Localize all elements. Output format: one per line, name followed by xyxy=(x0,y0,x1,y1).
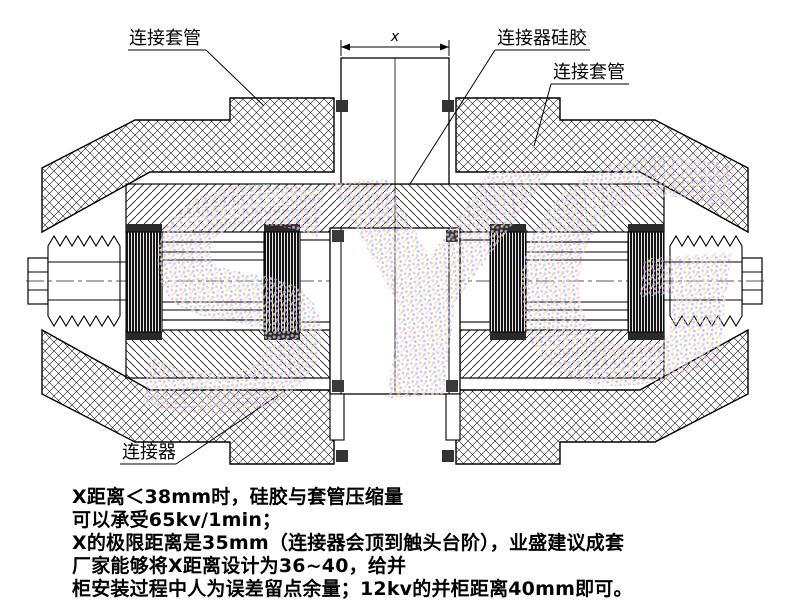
spring-contact xyxy=(489,224,527,340)
note-line: 厂家能够将X距离设计为36~40，给并 xyxy=(72,555,407,577)
note-line: 柜安装过程中人为误差留点余量；12kv的并柜距离40mm即可。 xyxy=(72,578,633,600)
block-leg-right xyxy=(445,393,461,441)
left-sleeve-housing xyxy=(41,97,335,465)
right-sleeve-housing xyxy=(455,97,749,465)
note-line: 可以承受65kv/1min； xyxy=(72,509,282,531)
spring-contact xyxy=(263,224,301,340)
right-entry-ribs xyxy=(669,234,743,328)
label-sleeve-top-left: 连接套管 xyxy=(129,28,201,49)
spring-contact xyxy=(125,224,163,340)
dim-arrow-right xyxy=(440,43,449,51)
dimension-x xyxy=(340,40,450,56)
note-line: X的极限距离是35mm（连接器会顶到触头台阶），业盛建议成套 xyxy=(72,532,625,554)
callouts xyxy=(120,49,629,465)
left-entry-ribs xyxy=(47,234,121,328)
dim-arrow-left xyxy=(341,43,350,51)
label-connector-silicone: 连接器硅胶 xyxy=(497,28,587,49)
spring-contact xyxy=(627,224,665,340)
fastener-blocks xyxy=(336,100,454,462)
right-cable-entry xyxy=(664,234,763,328)
label-sleeve-right: 连接套管 xyxy=(553,62,625,83)
watermark-text: SYG xyxy=(120,96,755,487)
label-connector: 连接器 xyxy=(122,442,176,463)
silicone-band-top xyxy=(125,183,665,233)
spring-contacts xyxy=(125,224,665,340)
block-leg-left xyxy=(329,393,345,441)
notes-block: X距离＜38mm时，硅胶与套管压缩量 可以承受65kv/1min； X的极限距离… xyxy=(72,486,752,601)
note-line: X距离＜38mm时，硅胶与套管压缩量 xyxy=(72,486,404,508)
dimension-x-label: x xyxy=(390,29,400,45)
